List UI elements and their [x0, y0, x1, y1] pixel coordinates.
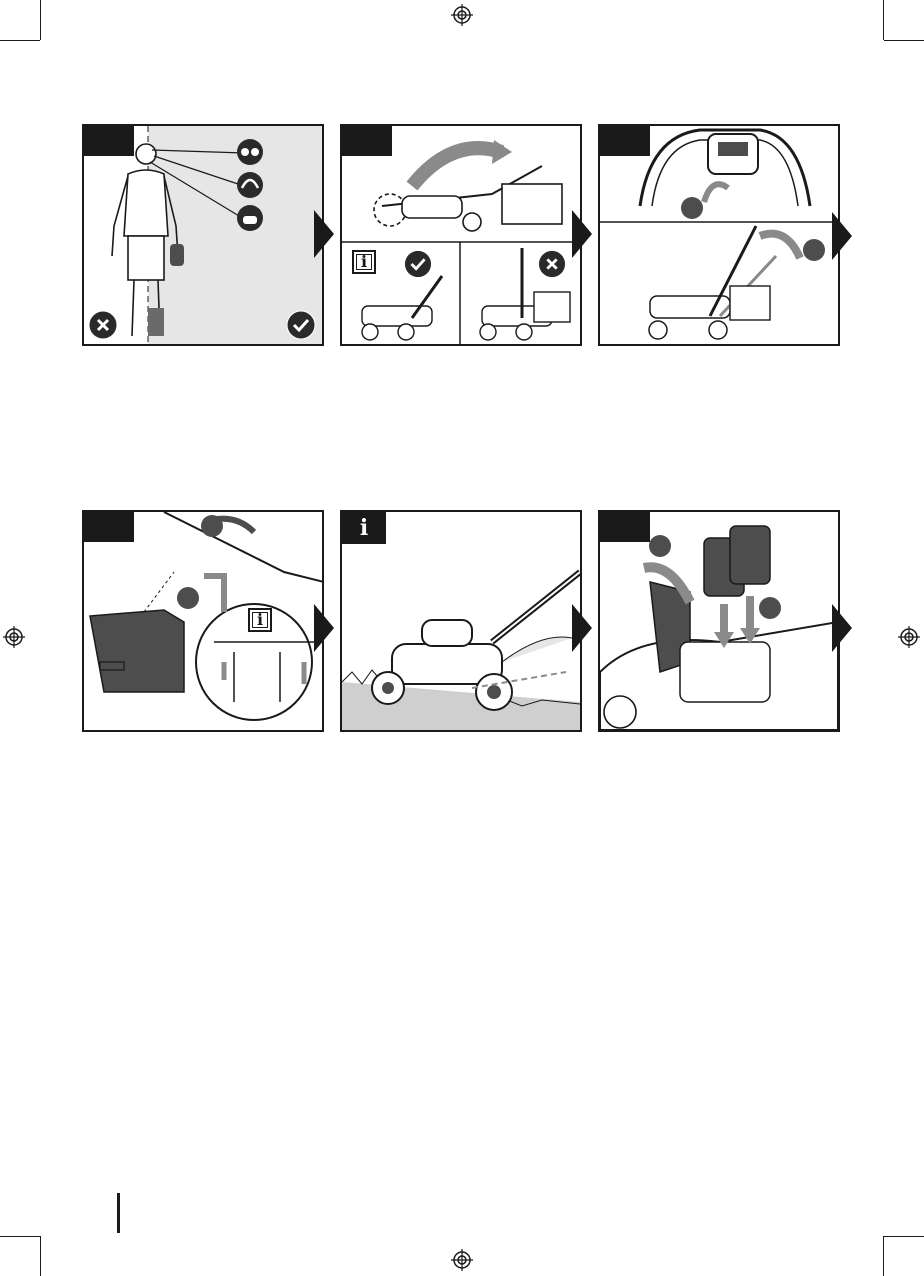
- registration-mark-icon: [451, 4, 473, 26]
- crop-mark: [40, 0, 41, 40]
- insert-battery-illustration: [600, 512, 838, 730]
- crop-mark: [40, 1236, 41, 1276]
- step-tab: [600, 512, 650, 542]
- step-tab: [342, 126, 392, 156]
- crop-mark: [883, 1236, 884, 1276]
- panel-safety-equipment: [82, 124, 324, 346]
- page-footer-rule: [117, 1193, 120, 1233]
- lock-handle-illustration: [600, 126, 838, 344]
- crop-mark: [883, 0, 884, 40]
- check-icon: [404, 250, 432, 278]
- panel-attach-grass-bag: i: [82, 510, 324, 732]
- safety-glasses-icon: [237, 139, 263, 165]
- next-step-arrow-icon: [572, 604, 592, 652]
- info-icon: i: [342, 512, 386, 544]
- mowing-illustration: [342, 512, 580, 730]
- hearing-protection-icon: [237, 172, 263, 198]
- crop-mark: [0, 40, 40, 41]
- step-tab: [84, 512, 134, 542]
- next-step-arrow-icon: [314, 604, 334, 652]
- check-icon: [286, 310, 316, 340]
- cross-icon: [88, 310, 118, 340]
- next-step-arrow-icon: [572, 210, 592, 258]
- step-tab: [84, 126, 134, 156]
- crop-mark: [0, 1236, 40, 1237]
- crop-mark: [884, 1236, 924, 1237]
- panel-mowing-info: i: [340, 510, 582, 732]
- info-icon: i: [248, 608, 272, 632]
- crop-mark: [884, 40, 924, 41]
- next-step-arrow-icon: [832, 212, 852, 260]
- attach-grass-bag-illustration: [84, 512, 322, 730]
- next-step-arrow-icon: [314, 210, 334, 258]
- next-step-arrow-icon: [832, 604, 852, 652]
- panel-lock-handle: [598, 124, 840, 346]
- panel-insert-battery: [598, 510, 840, 732]
- info-icon: i: [352, 250, 376, 274]
- registration-mark-icon: [898, 626, 920, 648]
- dust-mask-icon: [237, 205, 263, 231]
- step-tab: [600, 126, 650, 156]
- cross-icon: [538, 250, 566, 278]
- panel-unfold-handle: i: [340, 124, 582, 346]
- registration-mark-icon: [3, 626, 25, 648]
- registration-mark-icon: [451, 1249, 473, 1271]
- unfold-handle-illustration: [342, 126, 580, 344]
